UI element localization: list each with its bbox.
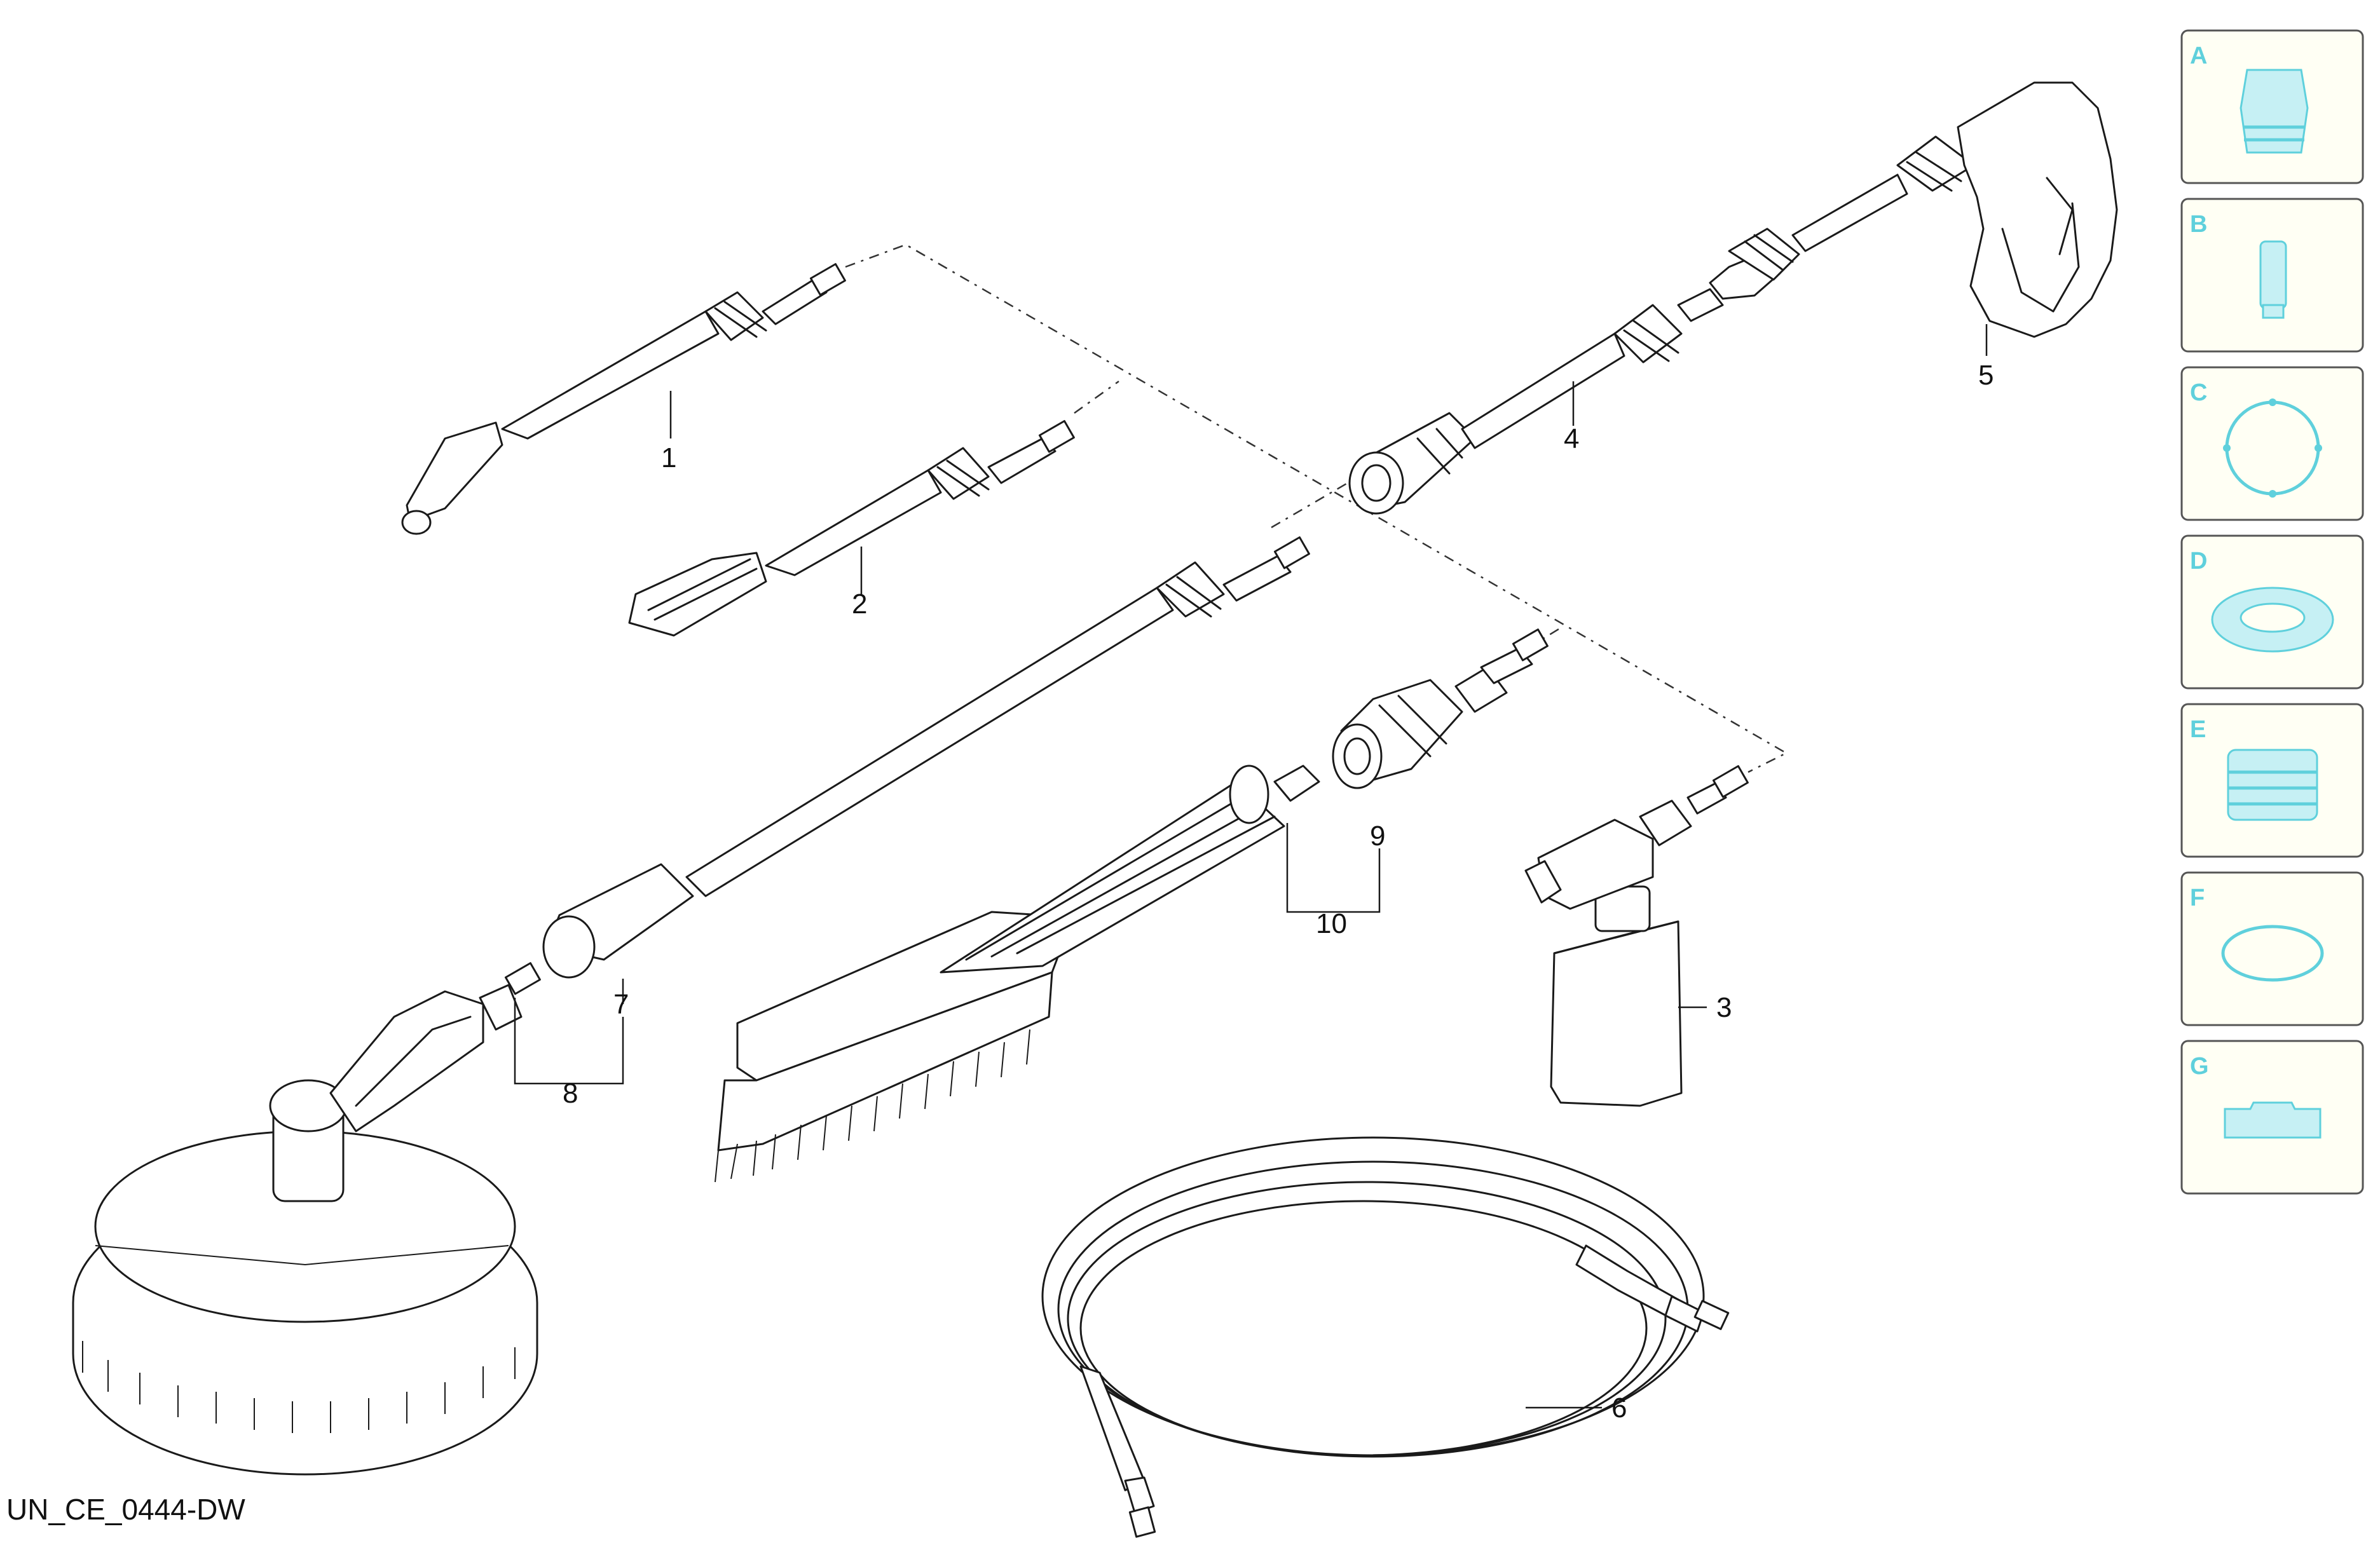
svg-text:F: F: [2190, 885, 2205, 911]
trigger-gun[interactable]: [1709, 81, 2118, 356]
extension-lance-7[interactable]: [542, 536, 1310, 979]
svg-text:E: E: [2190, 716, 2206, 743]
legend-item-a[interactable]: A: [2180, 29, 2364, 184]
legend-item-g[interactable]: G: [2180, 1040, 2364, 1195]
callout-4: 4: [1564, 423, 1579, 454]
pin-icon: [2259, 240, 2287, 309]
legend-item-d[interactable]: D: [2180, 534, 2364, 690]
svg-text:G: G: [2190, 1053, 2209, 1080]
callout-3: 3: [1716, 992, 1732, 1023]
spray-lance-1[interactable]: [401, 263, 846, 535]
callout-2: 2: [852, 588, 867, 620]
callout-8: 8: [563, 1078, 578, 1109]
svg-text:D: D: [2190, 548, 2207, 574]
callout-1: 1: [661, 442, 676, 473]
o-ring-icon: [2221, 925, 2324, 982]
callout-labels: 1 2 3 4 5 6 7 8 9 10: [563, 360, 1994, 1424]
legend-item-f[interactable]: F: [2180, 871, 2364, 1026]
coupling-icon: [2227, 749, 2318, 821]
legend-item-c[interactable]: C: [2180, 366, 2364, 521]
nozzle-icon: [2240, 69, 2309, 154]
bracket-leaders: [514, 823, 1381, 1085]
svg-text:A: A: [2190, 43, 2207, 69]
callout-6: 6: [1611, 1392, 1627, 1424]
callout-9: 9: [1370, 820, 1385, 852]
spray-lance-2[interactable]: [628, 420, 1075, 637]
callout-7: 7: [613, 989, 629, 1020]
foam-bottle[interactable]: [1524, 765, 1749, 1107]
surface-cleaner[interactable]: [72, 962, 541, 1476]
svg-text:C: C: [2190, 379, 2207, 406]
extension-4[interactable]: [1348, 288, 1724, 515]
drawing-code: UN_CE_0444-DW: [6, 1493, 245, 1526]
high-pressure-hose[interactable]: [1041, 1136, 1730, 1538]
clip-icon: [2224, 1101, 2322, 1139]
callout-10: 10: [1316, 908, 1347, 939]
callout-5: 5: [1978, 360, 1994, 391]
svg-text:B: B: [2190, 211, 2207, 238]
legend-item-b[interactable]: B: [2180, 198, 2364, 353]
legend-item-e[interactable]: E: [2180, 703, 2364, 858]
wash-brush[interactable]: [715, 629, 1549, 1183]
legend-panel: A B C D E: [2180, 29, 2364, 1195]
